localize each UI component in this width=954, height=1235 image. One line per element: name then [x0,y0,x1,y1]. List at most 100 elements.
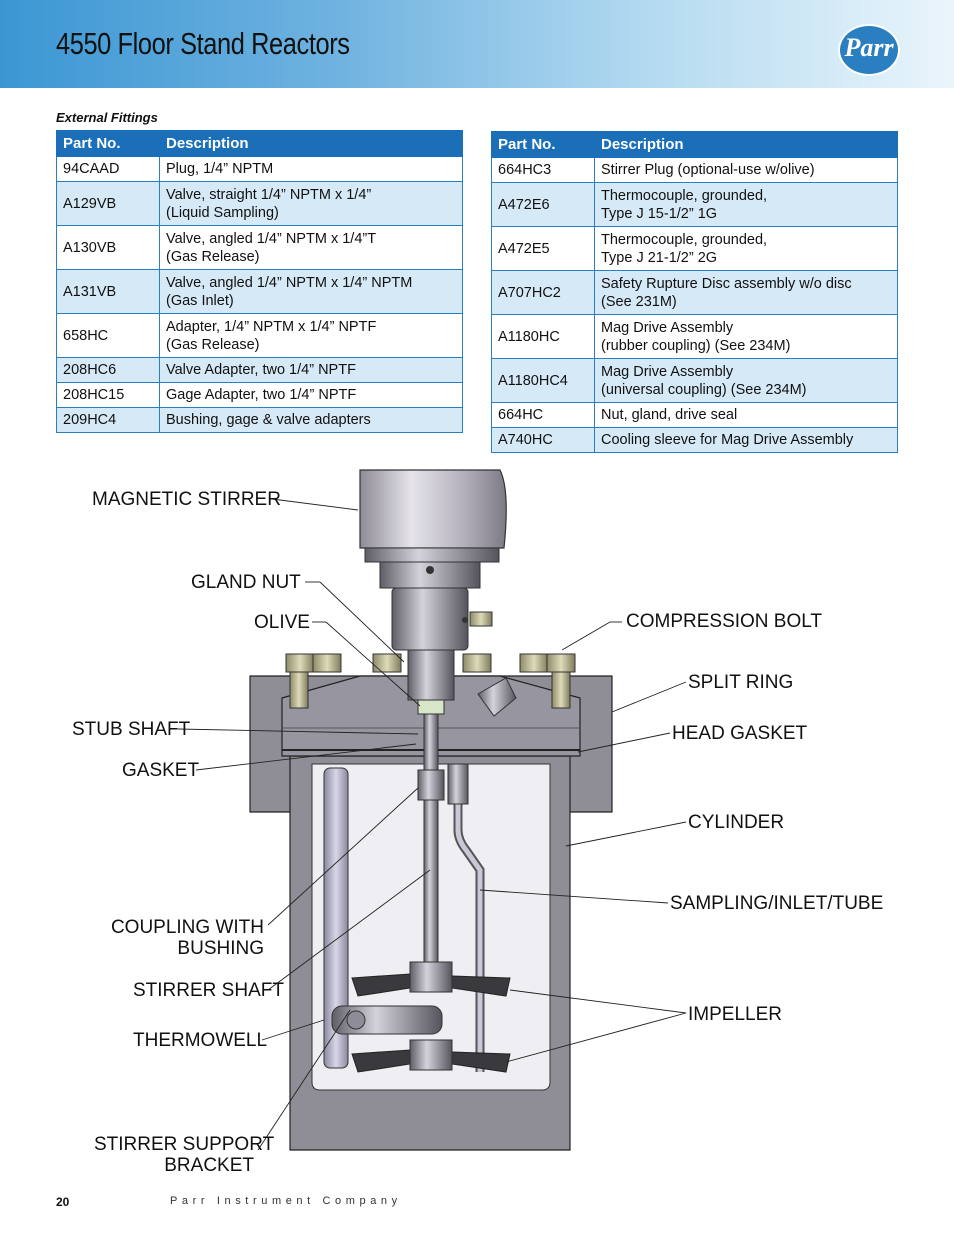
part-number-cell: A472E6 [491,182,595,227]
column-header-description: Description [594,131,898,158]
part-number-cell: A1180HC4 [491,358,595,403]
part-number-cell: 94CAAD [56,156,160,182]
description-cell: Safety Rupture Disc assembly w/o disc(Se… [594,270,898,315]
description-line: Type J 15-1/2” 1G [601,205,718,222]
description-line: Valve Adapter, two 1/4” NPTF [166,362,356,378]
page-header-banner: 4550 Floor Stand Reactors Parr [0,0,954,88]
label-stub-shaft: STUB SHAFT [72,719,191,740]
label-gland-nut: GLAND NUT [191,572,301,593]
description-line: Type J 21-1/2” 2G [601,249,718,266]
description-cell: Gage Adapter, two 1/4” NPTF [159,382,463,408]
table-row: 94CAAD Plug, 1/4” NPTM [56,156,463,182]
part-number-cell: 664HC [491,402,595,428]
description-line: (Gas Release) [166,336,260,353]
label-support-line2: BRACKET [164,1155,254,1176]
description-line: Safety Rupture Disc assembly w/o disc [601,275,852,292]
stirrer-shaft [423,713,439,985]
reactor-cross-section [177,469,687,1151]
part-number-cell: 658HC [56,313,160,358]
part-number-cell: A1180HC [491,314,595,359]
label-stirrer-shaft: STIRRER SHAFT [133,980,284,1001]
description-line: Stirrer Plug (optional-use w/olive) [601,162,815,178]
description-line: Thermocouple, grounded, [601,231,768,248]
label-head-gasket: HEAD GASKET [672,723,808,744]
part-number-cell: 208HC6 [56,357,160,383]
table-row: 208HC15 Gage Adapter, two 1/4” NPTF [56,382,463,408]
label-impeller: IMPELLER [688,1004,782,1025]
description-line: (Gas Release) [166,248,260,265]
description-cell: Valve, angled 1/4” NPTM x 1/4” NPTM(Gas … [159,269,463,314]
description-cell: Valve Adapter, two 1/4” NPTF [159,357,463,383]
olive [417,699,445,715]
fittings-table-left: Part No. Description 94CAAD Plug, 1/4” NP… [56,130,463,433]
section-label: External Fittings [56,110,158,125]
footer-company: Parr Instrument Company [170,1195,402,1207]
coupling [417,769,445,801]
description-line: Gage Adapter, two 1/4” NPTF [166,387,357,403]
gland-nut [391,587,469,651]
part-number-cell: 664HC3 [491,157,595,183]
part-number-cell: A131VB [56,269,160,314]
label-compression-bolt: COMPRESSION BOLT [626,611,823,632]
description-line: Adapter, 1/4” NPTM x 1/4” NPTF [166,318,377,335]
description-cell: Valve, straight 1/4” NPTM x 1/4”(Liquid … [159,181,463,226]
description-line: Valve, angled 1/4” NPTM x 1/4” NPTM [166,274,413,291]
description-line: Plug, 1/4” NPTM [166,161,274,177]
page-title: 4550 Floor Stand Reactors [56,26,350,61]
label-olive: OLIVE [254,612,310,633]
description-cell: Thermocouple, grounded,Type J 15-1/2” 1G [594,182,898,227]
leader-lines [177,498,687,1151]
part-number-cell: A472E5 [491,226,595,271]
table-row: A740HC Cooling sleeve for Mag Drive Assem… [491,427,898,453]
label-sampling-tube: SAMPLING/INLET/TUBE [670,893,884,914]
magnetic-stirrer [359,469,507,549]
label-magnetic-stirrer: MAGNETIC STIRRER [92,489,281,510]
description-cell: Valve, angled 1/4” NPTM x 1/4”T(Gas Rele… [159,225,463,270]
description-line: Cooling sleeve for Mag Drive Assembly [601,432,854,448]
impellers [351,961,511,1073]
description-cell: Stirrer Plug (optional-use w/olive) [594,157,898,183]
parr-logo: Parr [838,24,900,76]
part-number-cell: 208HC15 [56,382,160,408]
part-number-cell: A129VB [56,181,160,226]
thermowell [323,767,349,1069]
description-cell: Adapter, 1/4” NPTM x 1/4” NPTF(Gas Relea… [159,313,463,358]
reactor-diagram: MAGNETIC STIRRER GLAND NUT OLIVE STUB SH… [0,450,954,1190]
part-number-cell: A707HC2 [491,270,595,315]
label-split-ring: SPLIT RING [688,672,794,693]
part-number-cell: A740HC [491,427,595,453]
description-line: (Gas Inlet) [166,292,234,309]
description-line: (See 231M) [601,293,677,310]
label-support-line1: STIRRER SUPPORT [94,1134,275,1155]
description-cell: Mag Drive Assembly(rubber coupling) (See… [594,314,898,359]
description-line: Bushing, gage & valve adapters [166,412,371,428]
description-line: (universal coupling) (See 234M) [601,381,807,398]
description-line: (rubber coupling) (See 234M) [601,337,791,354]
description-cell: Plug, 1/4” NPTM [159,156,463,182]
table-row: 208HC6 Valve Adapter, two 1/4” NPTF [56,357,463,383]
description-cell: Mag Drive Assembly(universal coupling) (… [594,358,898,403]
page-number: 20 [56,1195,70,1209]
table-row: 664HC3 Stirrer Plug (optional-use w/olive… [491,157,898,183]
column-header-part: Part No. [56,130,160,157]
description-cell: Thermocouple, grounded,Type J 21-1/2” 2G [594,226,898,271]
label-coupling-line2: BUSHING [177,938,264,959]
label-gasket: GASKET [122,760,200,781]
label-cylinder: CYLINDER [688,812,785,833]
description-line: (Liquid Sampling) [166,204,279,221]
column-header-description: Description [159,130,463,157]
part-number-cell: A130VB [56,225,160,270]
description-line: Valve, angled 1/4” NPTM x 1/4”T [166,230,377,247]
description-cell: Cooling sleeve for Mag Drive Assembly [594,427,898,453]
